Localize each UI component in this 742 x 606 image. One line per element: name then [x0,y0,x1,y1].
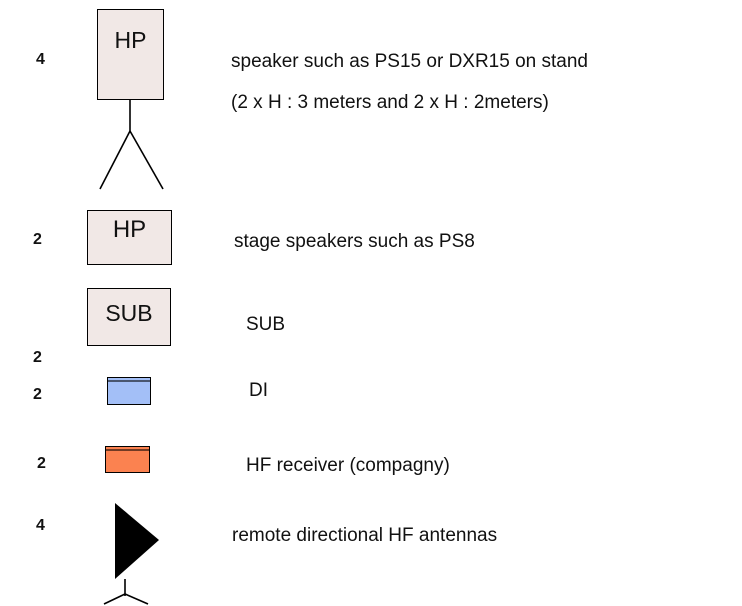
subwoofer-description: SUB [246,314,286,335]
antenna-description: remote directional HF antennas [232,525,498,546]
quantity-stage-speaker: 2 [33,231,42,248]
stage-speaker-icon: HP [87,210,172,265]
subwoofer-icon: SUB [87,288,171,346]
tripod-stand-icon [99,100,164,190]
speaker-height-note: (2 x H : 3 meters and 2 x H : 2meters) [231,92,549,113]
speaker-symbol-label: HP [114,27,147,53]
stage-speaker-description: stage speakers such as PS8 [234,231,475,252]
quantity-subwoofer: 2 [33,349,42,366]
stage-speaker-symbol-label: HP [112,215,147,243]
quantity-hf-receiver: 2 [37,455,46,472]
di-description: DI [249,380,268,401]
speaker-on-stand-description: speaker such as PS15 or DXR15 on stand [231,51,588,72]
quantity-di: 2 [33,386,42,403]
hf-receiver-description: HF receiver (compagny) [246,455,450,476]
subwoofer-symbol-label: SUB [105,299,153,326]
di-box-icon [107,377,151,405]
directional-antenna-icon [103,503,159,605]
quantity-speaker-on-stand: 4 [36,51,45,68]
quantity-antenna: 4 [36,517,45,534]
hf-receiver-icon [105,446,150,473]
speaker-on-stand-icon: HP [97,9,164,100]
